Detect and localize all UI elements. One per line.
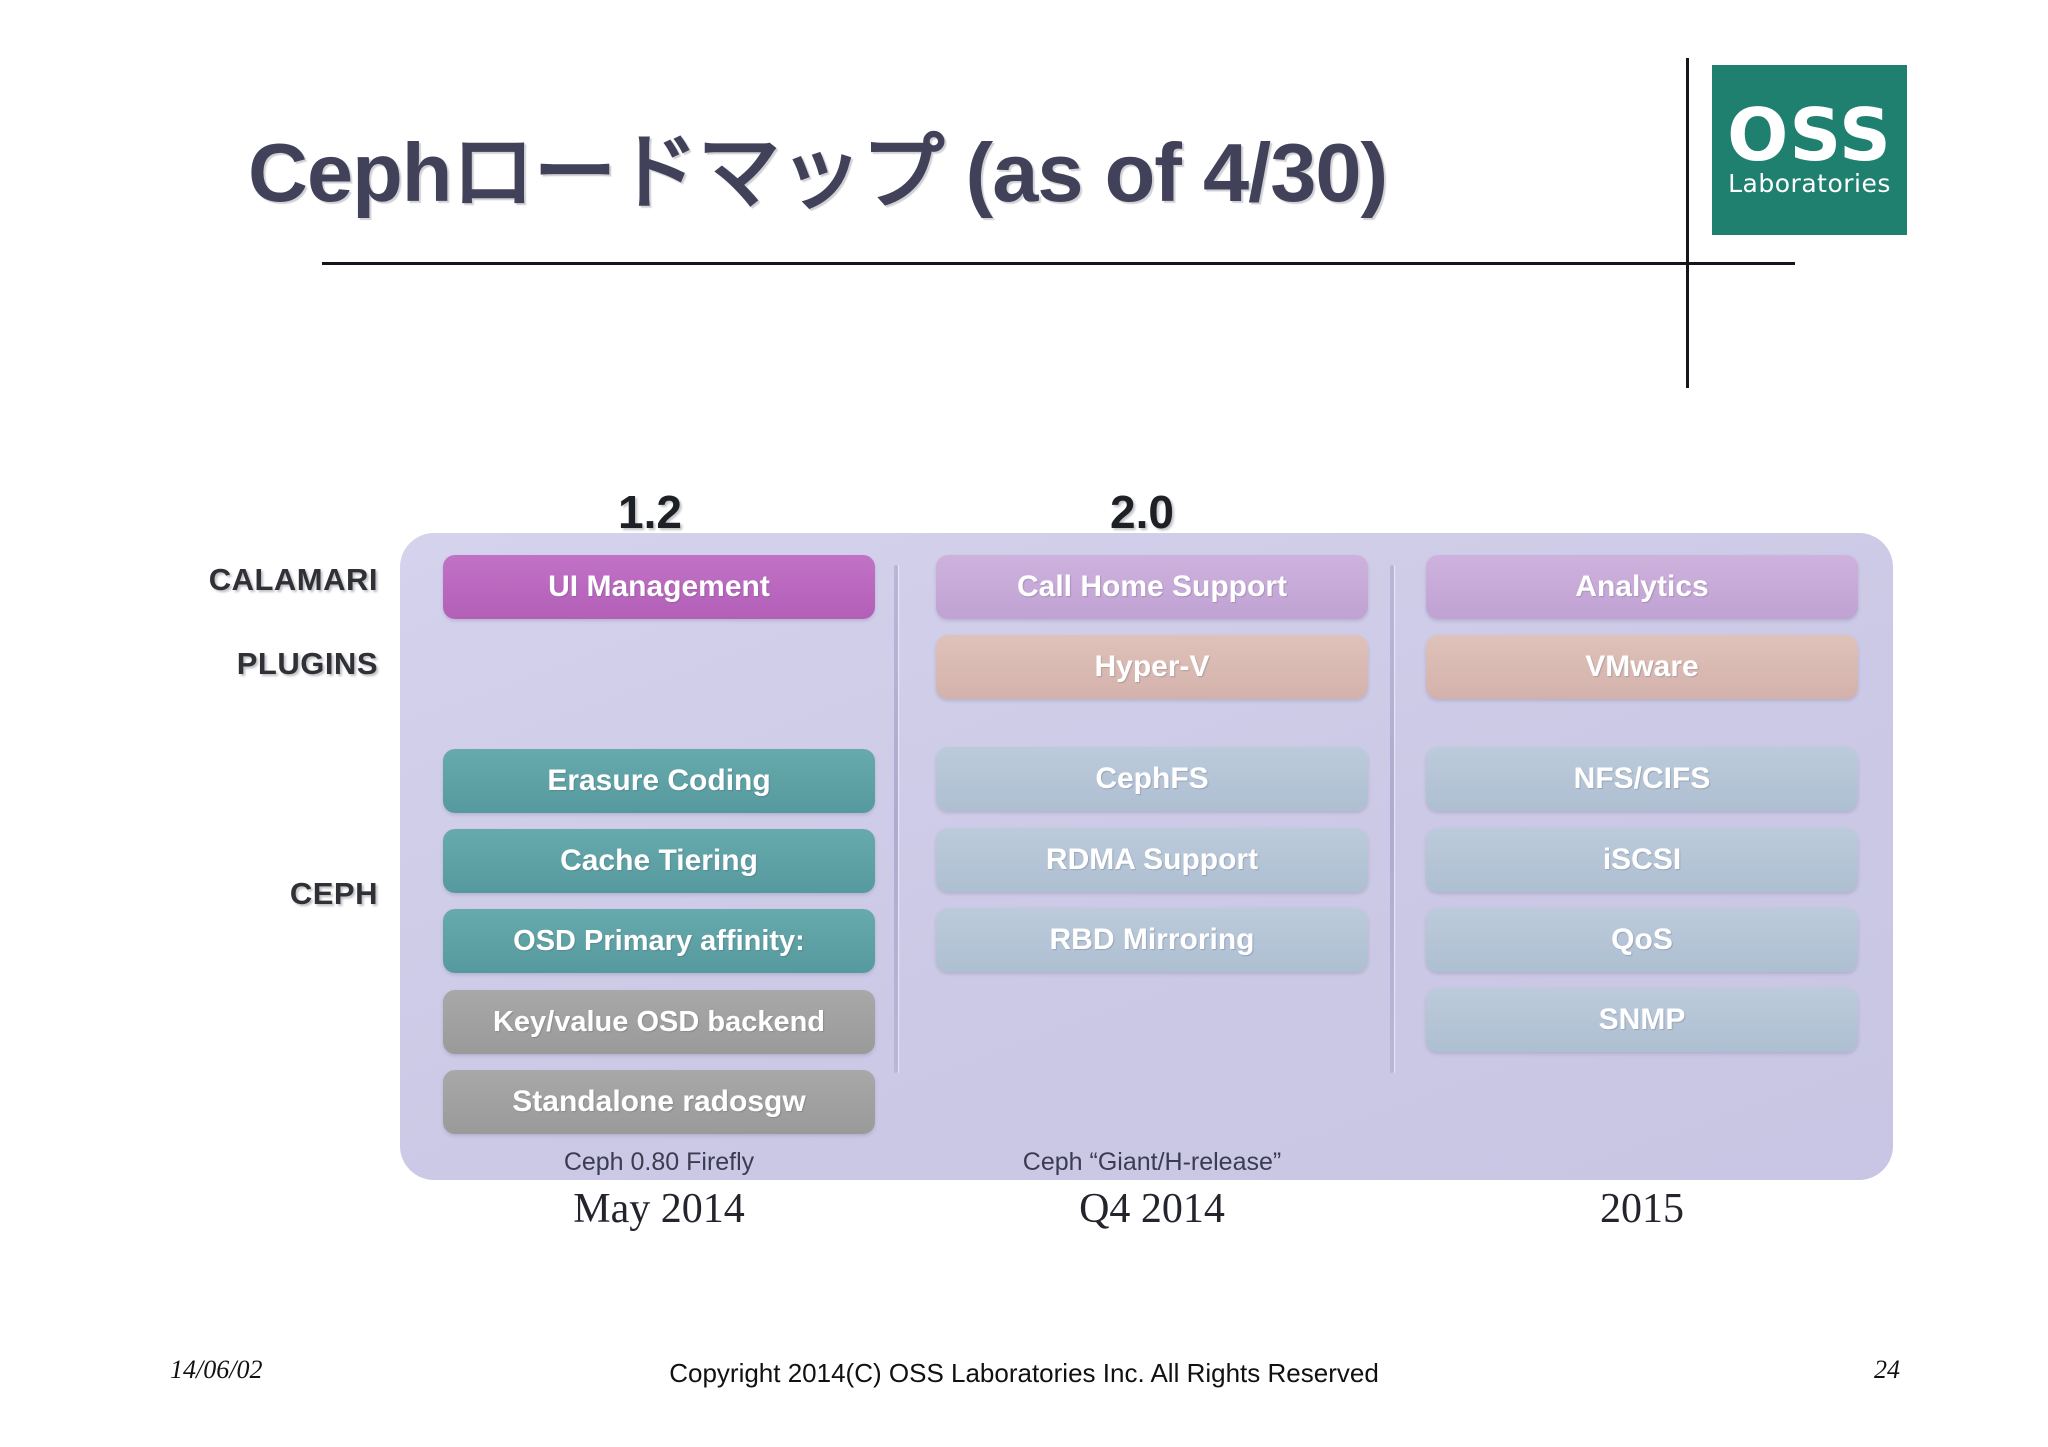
release-caption-firefly: Ceph 0.80 Firefly — [563, 1148, 755, 1176]
column-divider-1 — [894, 565, 898, 1073]
roadmap-item: QoS — [1426, 908, 1858, 972]
category-label-plugins: PLUGINS — [236, 646, 378, 681]
roadmap-item: RDMA Support — [936, 828, 1368, 892]
roadmap-item: UI Management — [443, 555, 875, 619]
footer-date: 14/06/02 — [170, 1355, 263, 1384]
logo-subtitle: Laboratories — [1728, 169, 1891, 199]
roadmap-item: VMware — [1426, 635, 1858, 699]
timeline-date-2015: 2015 — [1600, 1186, 1684, 1232]
roadmap-item: Standalone radosgw — [443, 1070, 875, 1134]
page-title: Cephロードマップ (as of 4/30) — [248, 126, 1388, 219]
column-divider-2 — [1390, 565, 1394, 1073]
roadmap-item: NFS/CIFS — [1426, 747, 1858, 811]
version-header-2-0: 2.0 — [1110, 486, 1174, 538]
oss-laboratories-logo: OSS Laboratories — [1712, 65, 1907, 235]
category-label-ceph: CEPH — [289, 876, 378, 911]
roadmap-item: RBD Mirroring — [936, 908, 1368, 972]
version-header-1-2: 1.2 — [618, 486, 682, 538]
release-caption-giant: Ceph “Giant/H-release” — [1022, 1148, 1282, 1176]
roadmap-item: Cache Tiering — [443, 829, 875, 893]
title-horizontal-rule — [322, 262, 1795, 265]
roadmap-item: OSD Primary affinity: — [443, 909, 875, 973]
title-vertical-rule — [1686, 58, 1689, 388]
footer-copyright: Copyright 2014(C) OSS Laboratories Inc. … — [669, 1358, 1379, 1388]
category-label-calamari: CALAMARI — [208, 562, 378, 597]
timeline-date-may-2014: May 2014 — [573, 1186, 745, 1232]
roadmap-item: Key/value OSD backend — [443, 990, 875, 1054]
roadmap-item: iSCSI — [1426, 828, 1858, 892]
roadmap-item: Hyper-V — [936, 635, 1368, 699]
logo-wordmark: OSS — [1727, 93, 1892, 178]
timeline-date-q4-2014: Q4 2014 — [1079, 1186, 1225, 1232]
roadmap-item: Call Home Support — [936, 555, 1368, 619]
roadmap-item: CephFS — [936, 747, 1368, 811]
roadmap-item: Analytics — [1426, 555, 1858, 619]
roadmap-item: Erasure Coding — [443, 749, 875, 813]
roadmap-item: SNMP — [1426, 988, 1858, 1052]
footer-page-number: 24 — [1874, 1355, 1900, 1384]
